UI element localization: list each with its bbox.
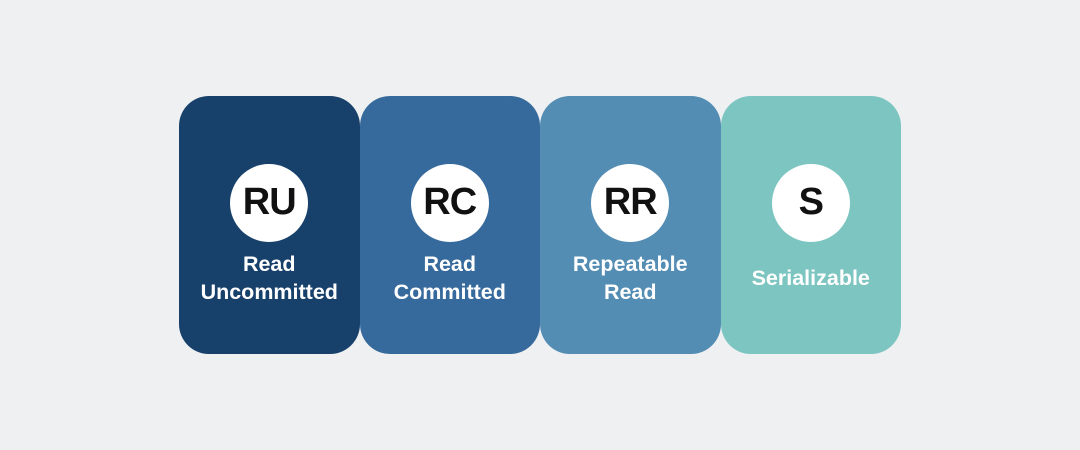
card-label-serializable: Serializable — [751, 266, 870, 290]
card-label-repeatable-read: Repeatable Read — [572, 252, 688, 304]
ru-abbr-text: RU — [242, 181, 297, 223]
s-abbr-text: S — [798, 181, 824, 223]
isolation-levels-row: RU Read Uncommitted RC Read Committed RR… — [179, 96, 901, 354]
rr-circle-badge: RR — [591, 164, 670, 242]
rc-circle-badge: RC — [410, 164, 489, 242]
rc-abbr-text: RC — [423, 181, 477, 223]
card-repeatable-read: RR Repeatable Read — [540, 96, 721, 354]
card-serializable: S Serializable — [720, 96, 901, 354]
s-circle-badge: S — [771, 164, 850, 242]
ru-circle-badge: RU — [230, 164, 309, 242]
card-label-read-committed: Read Committed — [393, 252, 506, 304]
rr-abbr-text: RR — [603, 181, 658, 223]
card-label-read-uncommitted: Read Uncommitted — [200, 252, 338, 304]
card-read-committed: RC Read Committed — [359, 96, 540, 354]
card-read-uncommitted: RU Read Uncommitted — [179, 96, 360, 354]
